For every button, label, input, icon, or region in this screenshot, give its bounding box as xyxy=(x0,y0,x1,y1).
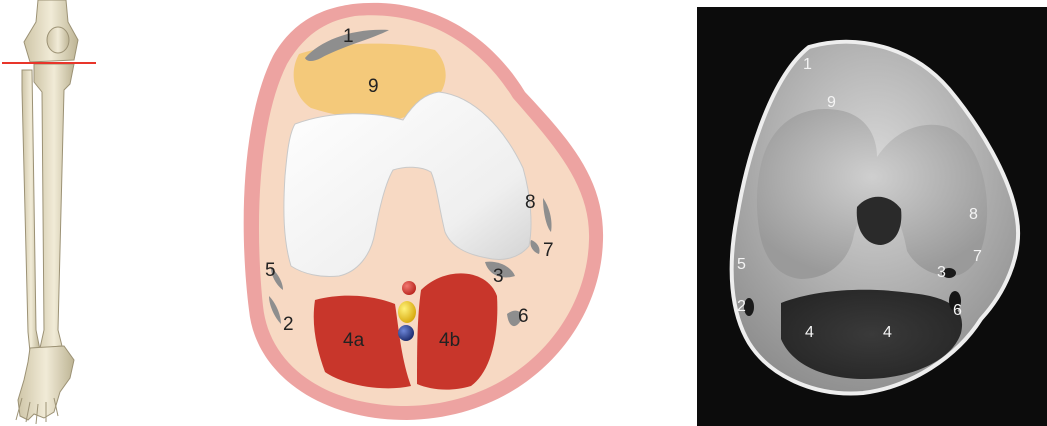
mri-label-4-right: 4 xyxy=(883,324,892,341)
diagram-label-5: 5 xyxy=(265,260,276,281)
mri-label-4-left: 4 xyxy=(805,324,814,341)
tibia-bone xyxy=(34,64,74,348)
mri-label-7: 7 xyxy=(973,248,982,265)
mri-axial-slice: 1 9 8 7 5 3 2 6 4 4 xyxy=(697,7,1047,426)
mri-image-panel: 1 9 8 7 5 3 2 6 4 4 xyxy=(697,7,1047,426)
diagram-label-2: 2 xyxy=(283,314,294,335)
diagram-label-3: 3 xyxy=(493,266,504,287)
diagram-label-8: 8 xyxy=(525,192,536,213)
diagram-label-1: 1 xyxy=(343,26,354,47)
diagram-label-9: 9 xyxy=(368,76,379,97)
mri-label-5: 5 xyxy=(737,256,746,273)
cross-section-diagram-panel: 1 9 8 7 5 2 3 6 4a 4b xyxy=(225,0,615,426)
diagram-label-4a: 4a xyxy=(343,330,365,351)
tibial-nerve xyxy=(398,301,416,323)
leg-skeleton-illustration xyxy=(0,0,110,426)
mri-label-2: 2 xyxy=(737,298,746,315)
diagram-label-4b: 4b xyxy=(439,330,460,351)
fibula-bone xyxy=(22,70,40,352)
mri-label-1: 1 xyxy=(803,56,812,73)
mri-label-3: 3 xyxy=(937,264,946,281)
mri-label-9: 9 xyxy=(827,94,836,111)
popliteal-vein xyxy=(398,325,414,341)
popliteal-artery xyxy=(402,281,416,295)
leg-skeleton-panel xyxy=(0,0,110,426)
diagram-label-7: 7 xyxy=(543,240,554,261)
patella-bone xyxy=(47,27,69,53)
mri-label-6: 6 xyxy=(953,302,962,319)
cross-section-diagram: 1 9 8 7 5 2 3 6 4a 4b xyxy=(225,0,615,426)
diagram-label-6: 6 xyxy=(518,306,529,327)
mri-label-8: 8 xyxy=(969,206,978,223)
